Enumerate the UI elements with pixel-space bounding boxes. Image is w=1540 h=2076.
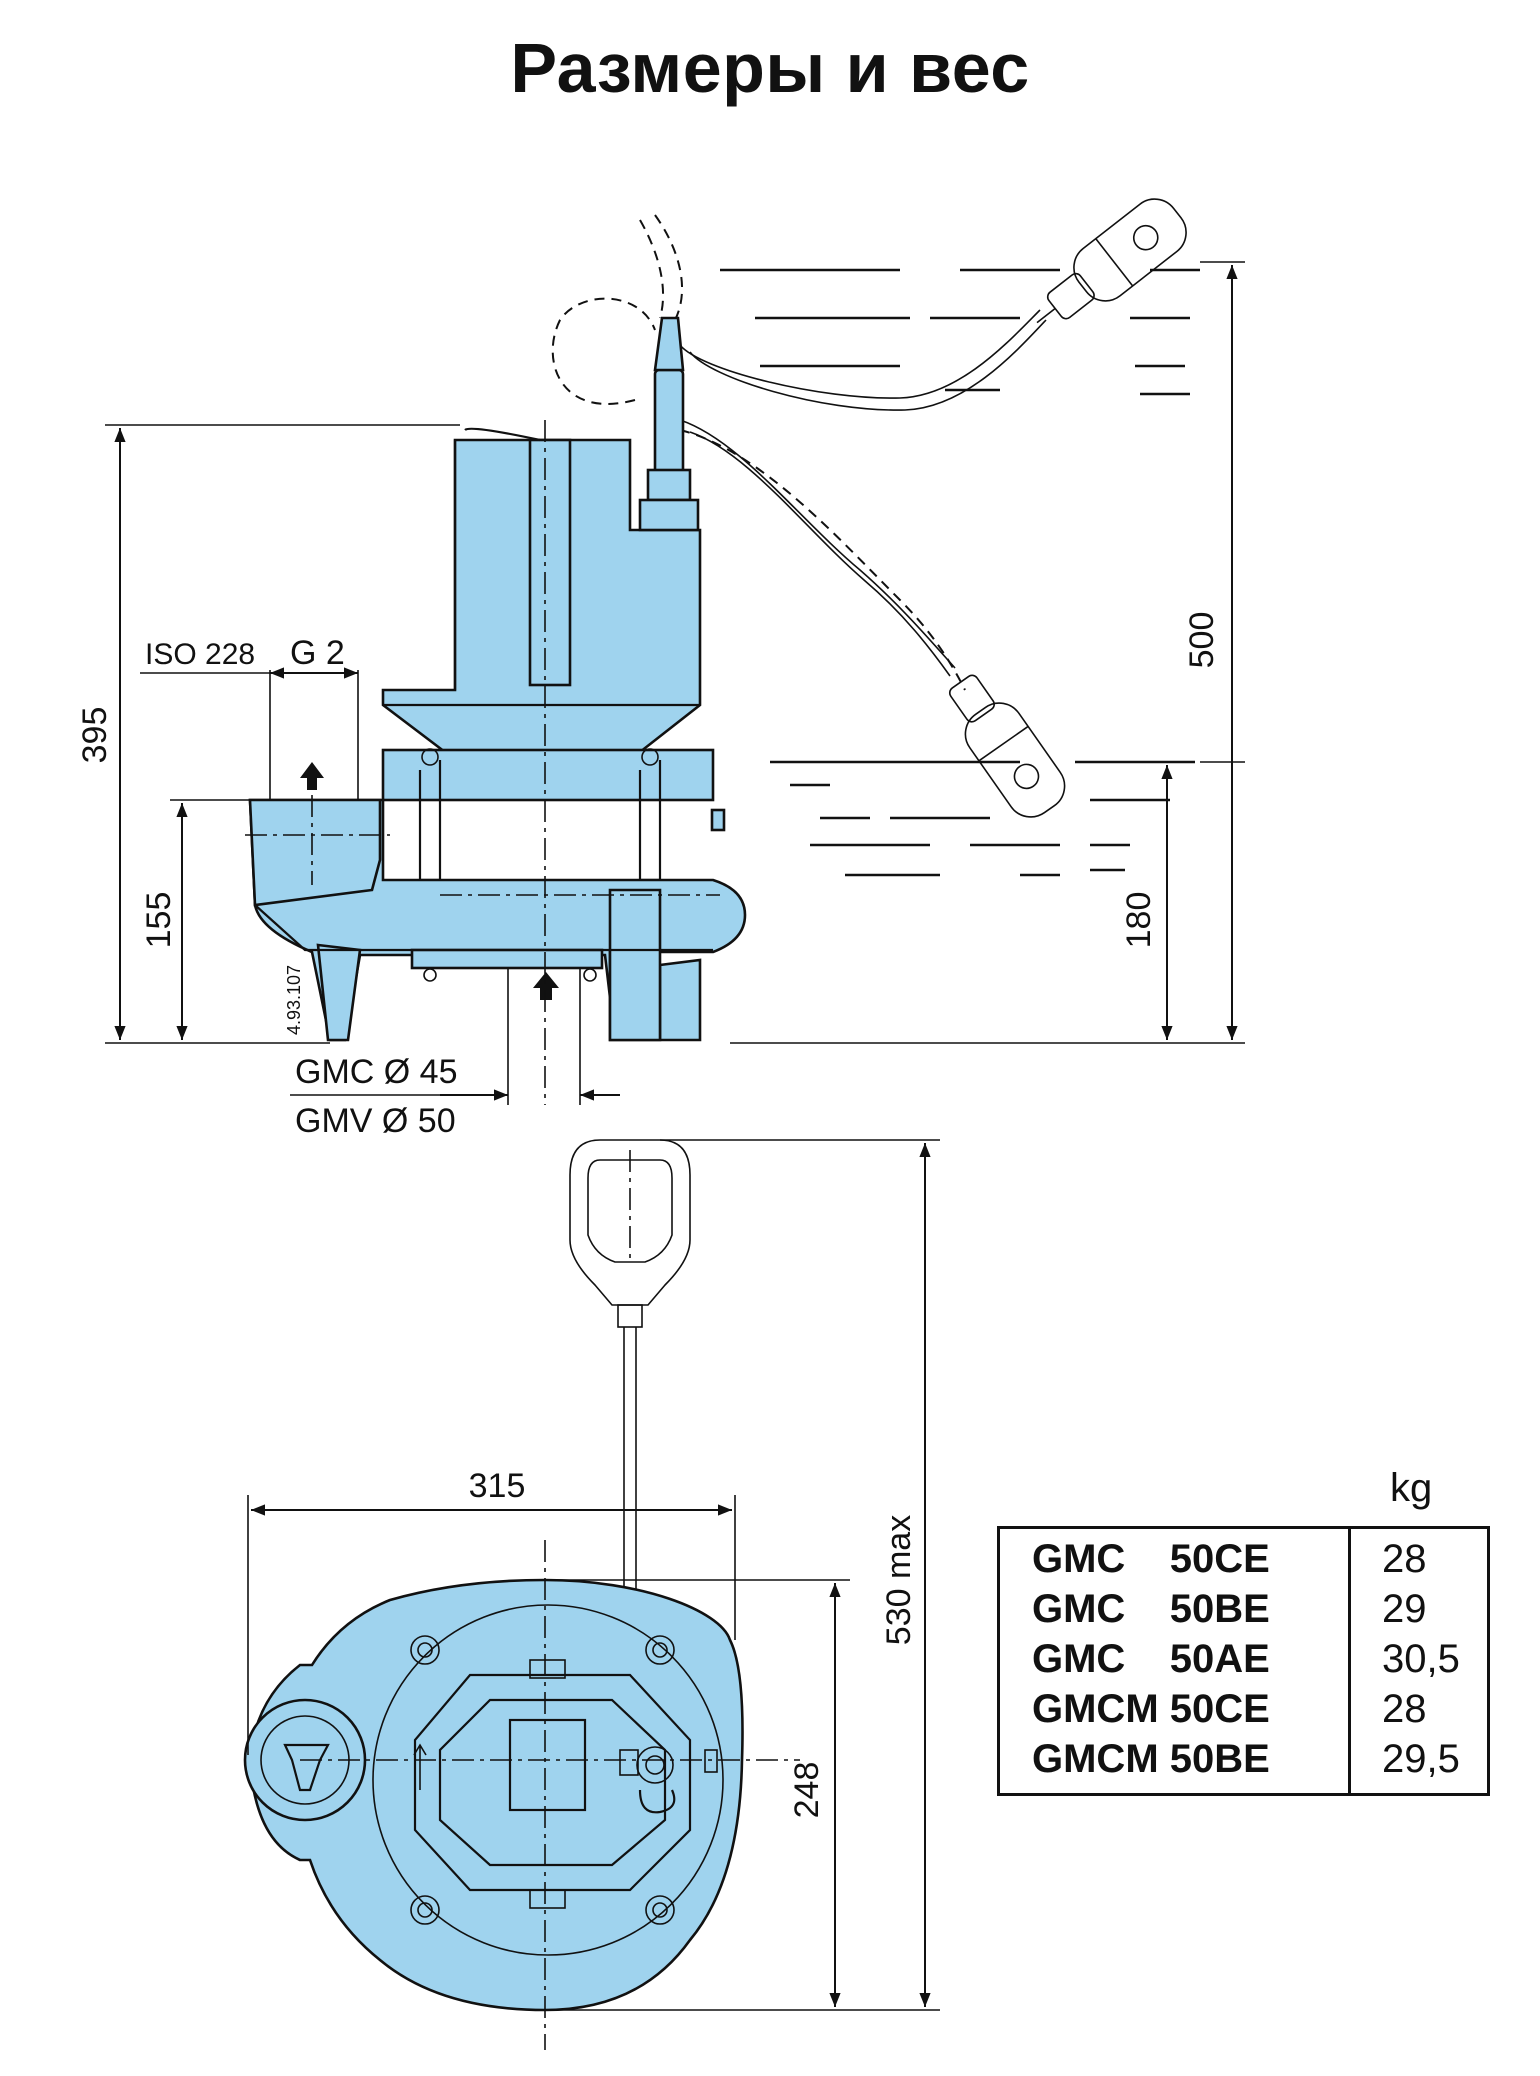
inlet-gmc-label: GMC Ø 45 [295, 1053, 457, 1091]
model-name: GMC 50AE [1032, 1637, 1270, 1681]
outlet-standard-label: ISO 228 [145, 638, 255, 671]
table-row: GMC 50AE 30,5 [1000, 1637, 1487, 1687]
model-name: GMCM 50BE [1032, 1737, 1270, 1781]
float-cable-lower [679, 419, 956, 669]
weight-table: GMC 50CE 28 GMC 50BE 29 GMC 50AE 30,5 GM… [997, 1526, 1490, 1796]
float-switch-high [1036, 198, 1187, 324]
outlet-thread-label: G 2 [290, 634, 345, 672]
table-column-divider [1348, 1529, 1351, 1793]
model-weight: 28 [1382, 1687, 1427, 1731]
float-switch-low [948, 674, 1066, 818]
table-row: GMCM 50BE 29,5 [1000, 1737, 1487, 1787]
outlet-arrow [300, 762, 324, 790]
flange-band [381, 748, 715, 802]
model-weight: 29,5 [1382, 1737, 1460, 1781]
table-row: GMC 50BE 29 [1000, 1587, 1487, 1637]
float-cable-upper [679, 309, 1041, 399]
dim-water-max: 500 [1183, 612, 1221, 669]
side-view: 395 155 ISO 228 G 2 4.93.107 GMC Ø 45 GM… [76, 198, 1245, 1140]
dim-depth: 248 [788, 1762, 826, 1819]
model-weight: 29 [1382, 1587, 1427, 1631]
dim-height-total: 395 [76, 707, 114, 764]
weight-unit-label: kg [1390, 1466, 1433, 1510]
water-lines [720, 268, 1200, 877]
table-row: GMCM 50CE 28 [1000, 1687, 1487, 1737]
model-name: GMC 50CE [1032, 1537, 1270, 1581]
dim-water-min: 180 [1120, 892, 1158, 949]
inlet-gmv-label: GMV Ø 50 [295, 1102, 456, 1140]
page-title: Размеры и вес [510, 29, 1030, 107]
dim-outlet-height: 155 [140, 892, 178, 949]
model-name: GMC 50BE [1032, 1587, 1270, 1631]
model-weight: 28 [1382, 1537, 1427, 1581]
inlet-arrow [533, 972, 559, 1000]
dim-width: 315 [469, 1467, 526, 1505]
table-row: GMC 50CE 28 [1000, 1537, 1487, 1587]
float-switch-top [569, 1139, 691, 1306]
model-weight: 30,5 [1382, 1637, 1460, 1681]
top-view: 315 248 530 max [243, 1139, 940, 2050]
dim-length-max: 530 max [880, 1515, 918, 1645]
pump-top-body [248, 1578, 744, 2012]
model-name: GMCM 50CE [1032, 1687, 1270, 1731]
drawing-code: 4.93.107 [284, 965, 304, 1035]
